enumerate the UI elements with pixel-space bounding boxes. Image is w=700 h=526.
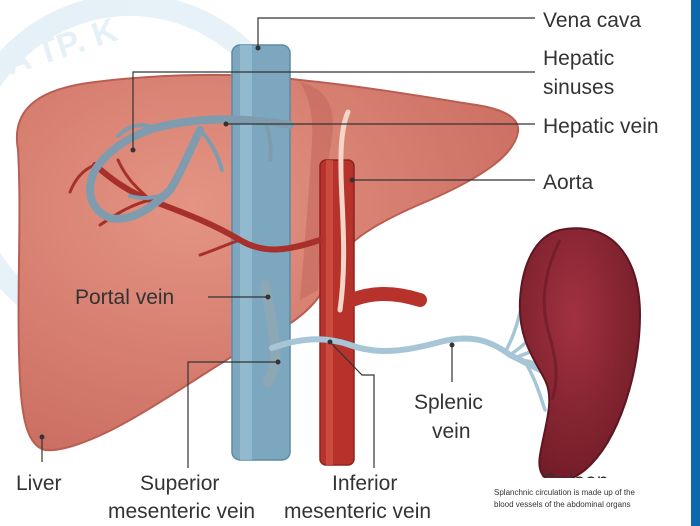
leader-dot-hepatic-vein: [224, 122, 229, 127]
label-aorta: Aorta: [543, 171, 594, 194]
label-hepatic-sinuses-2: sinuses: [543, 76, 614, 99]
label-hepatic-vein: Hepatic vein: [543, 115, 659, 138]
leader-dot-inferior-mesenteric: [328, 340, 333, 345]
copyright-watermark: © Healthwise, LLC: [620, 315, 630, 390]
leader-dot-vena-cava: [256, 46, 261, 51]
label-portal-vein: Portal vein: [75, 286, 174, 309]
label-superior-2: mesenteric vein: [108, 500, 255, 523]
aorta-branch: [352, 294, 420, 300]
splenic-vein: [272, 338, 545, 372]
caption-line-1: Splanchnic circulation is made up of the: [494, 488, 636, 497]
leader-dot-portal-vein: [266, 295, 271, 300]
leader-dot-aorta: [350, 178, 355, 183]
leader-vena-cava: [258, 18, 535, 48]
aorta: [320, 160, 354, 465]
label-inferior-2: mesenteric vein: [284, 500, 431, 523]
leader-dot-splenic-vein: [450, 343, 455, 348]
aorta-highlight: [326, 160, 333, 465]
leader-dot-superior-mesenteric: [276, 360, 281, 365]
leader-dot-liver: [40, 435, 45, 440]
label-superior-1: Superior: [140, 472, 219, 495]
leader-dot-hepatic-sinuses: [131, 148, 136, 153]
label-splenic-vein-2: vein: [432, 420, 471, 443]
accent-edge-bar: [691, 0, 700, 526]
label-splenic-vein-1: Splenic: [414, 391, 483, 414]
label-hepatic-sinuses-1: Hepatic: [543, 47, 614, 70]
label-vena-cava: Vena cava: [543, 9, 641, 32]
caption-line-2: blood vessels of the abdominal organs: [494, 500, 631, 509]
label-liver: Liver: [16, 472, 62, 495]
label-inferior-1: Inferior: [332, 472, 397, 495]
vena-cava-highlight: [240, 45, 252, 460]
